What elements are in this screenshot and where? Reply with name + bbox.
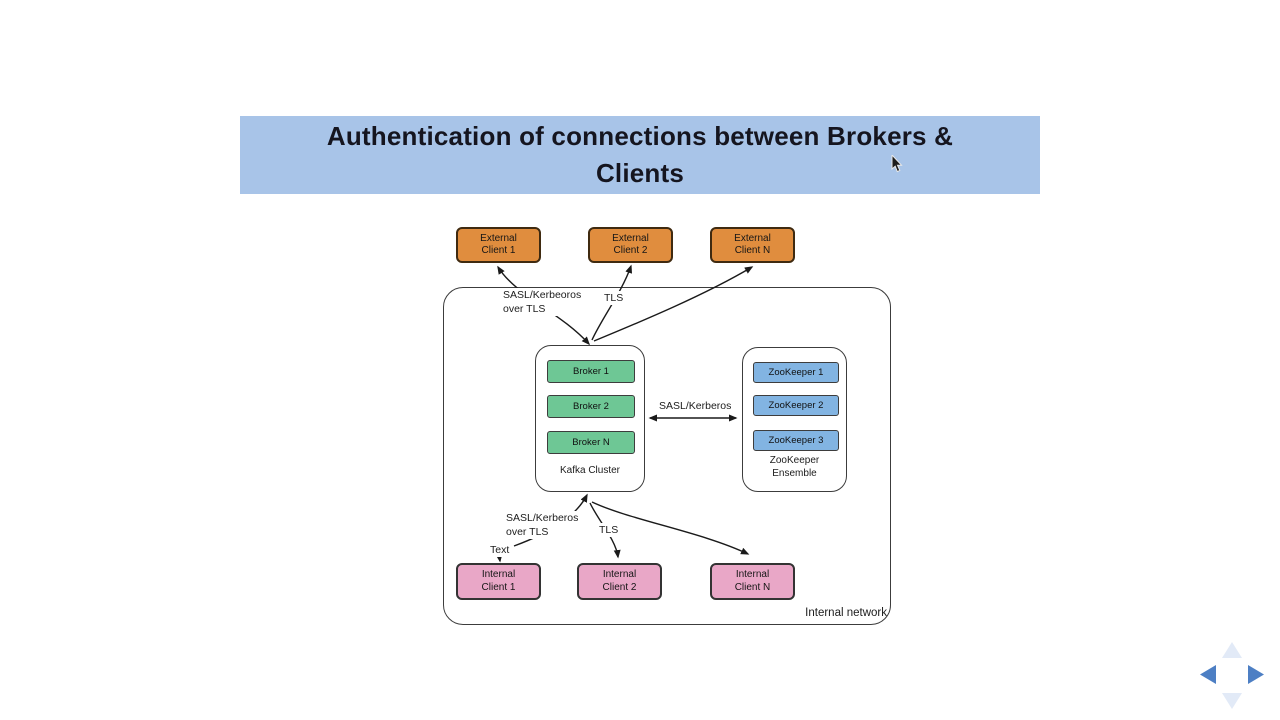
internal-client-n-box: Internal Client N <box>710 563 795 600</box>
internal-tls-label: TLS <box>598 523 620 537</box>
kafka-cluster-box: Broker 1 Broker 2 Broker N Kafka Cluster <box>535 345 645 492</box>
broker-n-box: Broker N <box>547 431 635 454</box>
internal-client-2-label: Internal <box>602 569 637 580</box>
external-client-2-box: External Client 2 <box>588 227 673 263</box>
internal-client-1-box: Internal Client 1 <box>456 563 541 600</box>
zookeeper-3-box: ZooKeeper 3 <box>753 430 839 451</box>
slide-title-bar: Authentication of connections between Br… <box>240 116 1040 194</box>
broker-2-box: Broker 2 <box>547 395 635 418</box>
internal-sasl-kerberos-label: SASL/Kerberos over TLS <box>505 511 580 539</box>
internal-client-1-label: Internal <box>481 569 516 580</box>
internal-network-label: Internal network <box>805 607 887 619</box>
external-tls-label: TLS <box>603 291 625 305</box>
kafka-cluster-label: Kafka Cluster <box>559 465 621 476</box>
external-client-n-box: External Client N <box>710 227 795 263</box>
zookeeper-ensemble-box: ZooKeeper 1 ZooKeeper 2 ZooKeeper 3 ZooK… <box>742 347 847 492</box>
external-client-1-label: External <box>480 232 517 244</box>
external-client-1-box: External Client 1 <box>456 227 541 263</box>
external-client-2-label: External <box>612 232 649 244</box>
zookeeper-2-box: ZooKeeper 2 <box>753 395 839 416</box>
text-placeholder-label: Text <box>489 543 511 557</box>
external-client-n-label: External <box>734 232 771 244</box>
nav-up-arrow-icon <box>1222 642 1242 658</box>
broker-1-box: Broker 1 <box>547 360 635 383</box>
nav-previous-arrow-icon[interactable] <box>1200 665 1216 684</box>
broker-zookeeper-sasl-label: SASL/Kerberos <box>658 399 733 413</box>
slide-title-line-1: Authentication of connections between Br… <box>326 121 954 151</box>
zookeeper-1-box: ZooKeeper 1 <box>753 362 839 383</box>
slide-navigation <box>1200 642 1264 709</box>
internal-client-n-label: Internal <box>735 569 770 580</box>
slide-title-line-2: Clients <box>595 158 685 188</box>
internal-client-2-box: Internal Client 2 <box>577 563 662 600</box>
nav-next-arrow-icon[interactable] <box>1248 665 1264 684</box>
zookeeper-ensemble-label: ZooKeeper Ensemble <box>769 455 820 479</box>
external-sasl-kerberos-label: SASL/Kerbeoros over TLS <box>502 288 583 316</box>
nav-down-arrow-icon <box>1222 693 1242 709</box>
